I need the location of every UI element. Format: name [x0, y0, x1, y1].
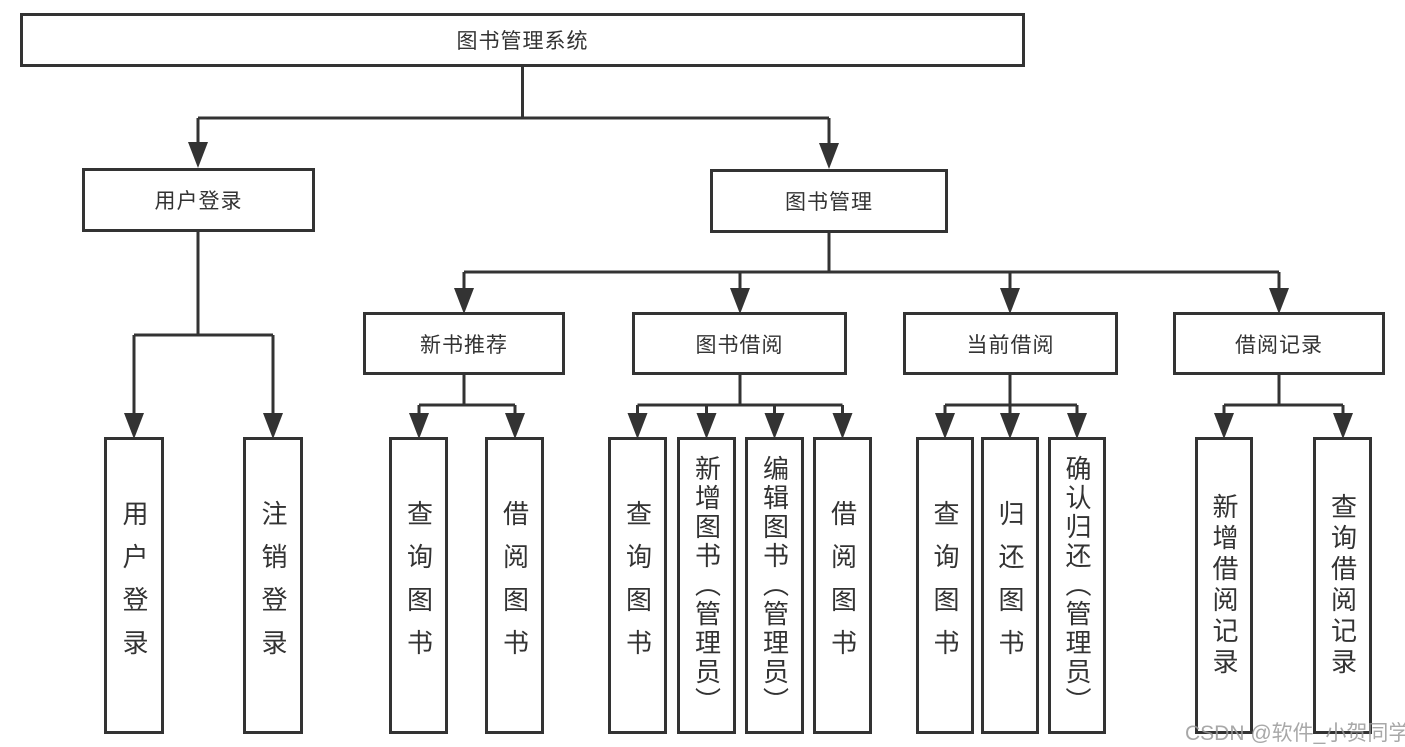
leaf-bb-query-book: 查询图书 [608, 437, 667, 734]
arrowhead [409, 413, 429, 439]
leaf-bb-borrow-book: 借阅图书 [813, 437, 872, 734]
node-user-login: 用户登录 [82, 168, 315, 232]
leaf-logout: 注销登录 [243, 437, 303, 734]
arrowhead [1214, 413, 1234, 439]
arrowhead [263, 413, 283, 439]
node-library-system: 图书管理系统 [20, 13, 1025, 67]
leaf-label: 新增图书（管理员） [691, 455, 722, 716]
connector-root-trunk [196, 67, 831, 149]
leaf-user-login: 用户登录 [104, 437, 164, 734]
leaf-br-add-record: 新增借阅记录 [1195, 437, 1253, 734]
leaf-label: 查询借阅记录 [1327, 492, 1358, 679]
arrowhead [935, 413, 955, 439]
arrowhead [124, 413, 144, 439]
arrowhead [505, 413, 525, 439]
connector-mgmt-branch [462, 233, 1281, 294]
arrowhead [819, 143, 839, 169]
connector-borrow-branch [636, 375, 844, 419]
leaf-label: 确认归还（管理员） [1062, 455, 1092, 716]
arrowhead [696, 413, 717, 439]
connector-record-branch [1222, 375, 1345, 419]
node-book-borrow: 图书借阅 [632, 312, 847, 375]
leaf-label: 新增借阅记录 [1209, 492, 1239, 679]
node-borrow-record: 借阅记录 [1173, 312, 1385, 375]
node-current-borrow: 当前借阅 [903, 312, 1118, 375]
leaf-label: 归还图书 [995, 499, 1025, 672]
arrowhead [1000, 413, 1020, 439]
leaf-label: 注销登录 [258, 499, 288, 672]
arrowhead [730, 288, 750, 314]
leaf-bb-edit-book-admin: 编辑图书（管理员） [745, 437, 804, 734]
csdn-watermark: CSDN @软件_小贺同学 [1185, 722, 1405, 745]
leaf-label: 查询图书 [622, 499, 653, 672]
node-new-book-recommend: 新书推荐 [363, 312, 565, 375]
arrowhead [1333, 413, 1353, 439]
arrowhead [1067, 413, 1087, 439]
leaf-br-query-record: 查询借阅记录 [1313, 437, 1372, 734]
leaf-label: 查询图书 [403, 499, 434, 672]
connector-rec-branch [417, 375, 517, 419]
arrowhead [454, 288, 474, 314]
leaf-cb-confirm-return-admin: 确认归还（管理员） [1048, 437, 1106, 734]
leaf-label: 借阅图书 [827, 499, 858, 672]
arrowhead [832, 413, 853, 439]
leaf-label: 编辑图书（管理员） [759, 455, 790, 716]
arrowhead [1000, 288, 1020, 314]
connector-current-branch [943, 375, 1079, 419]
leaf-rec-borrow-book: 借阅图书 [485, 437, 544, 734]
arrowhead [188, 142, 208, 168]
leaf-label: 借阅图书 [499, 499, 530, 672]
arrowhead [627, 413, 648, 439]
leaf-label: 查询图书 [930, 499, 960, 672]
leaf-cb-query-book: 查询图书 [916, 437, 974, 734]
connector-login-branch [132, 232, 275, 419]
leaf-bb-add-book-admin: 新增图书（管理员） [677, 437, 736, 734]
arrowhead [764, 413, 785, 439]
node-book-management: 图书管理 [710, 169, 948, 233]
leaf-rec-query-book: 查询图书 [389, 437, 448, 734]
arrowhead [1269, 288, 1289, 314]
leaf-cb-return-book: 归还图书 [981, 437, 1039, 734]
leaf-label: 用户登录 [119, 499, 149, 672]
